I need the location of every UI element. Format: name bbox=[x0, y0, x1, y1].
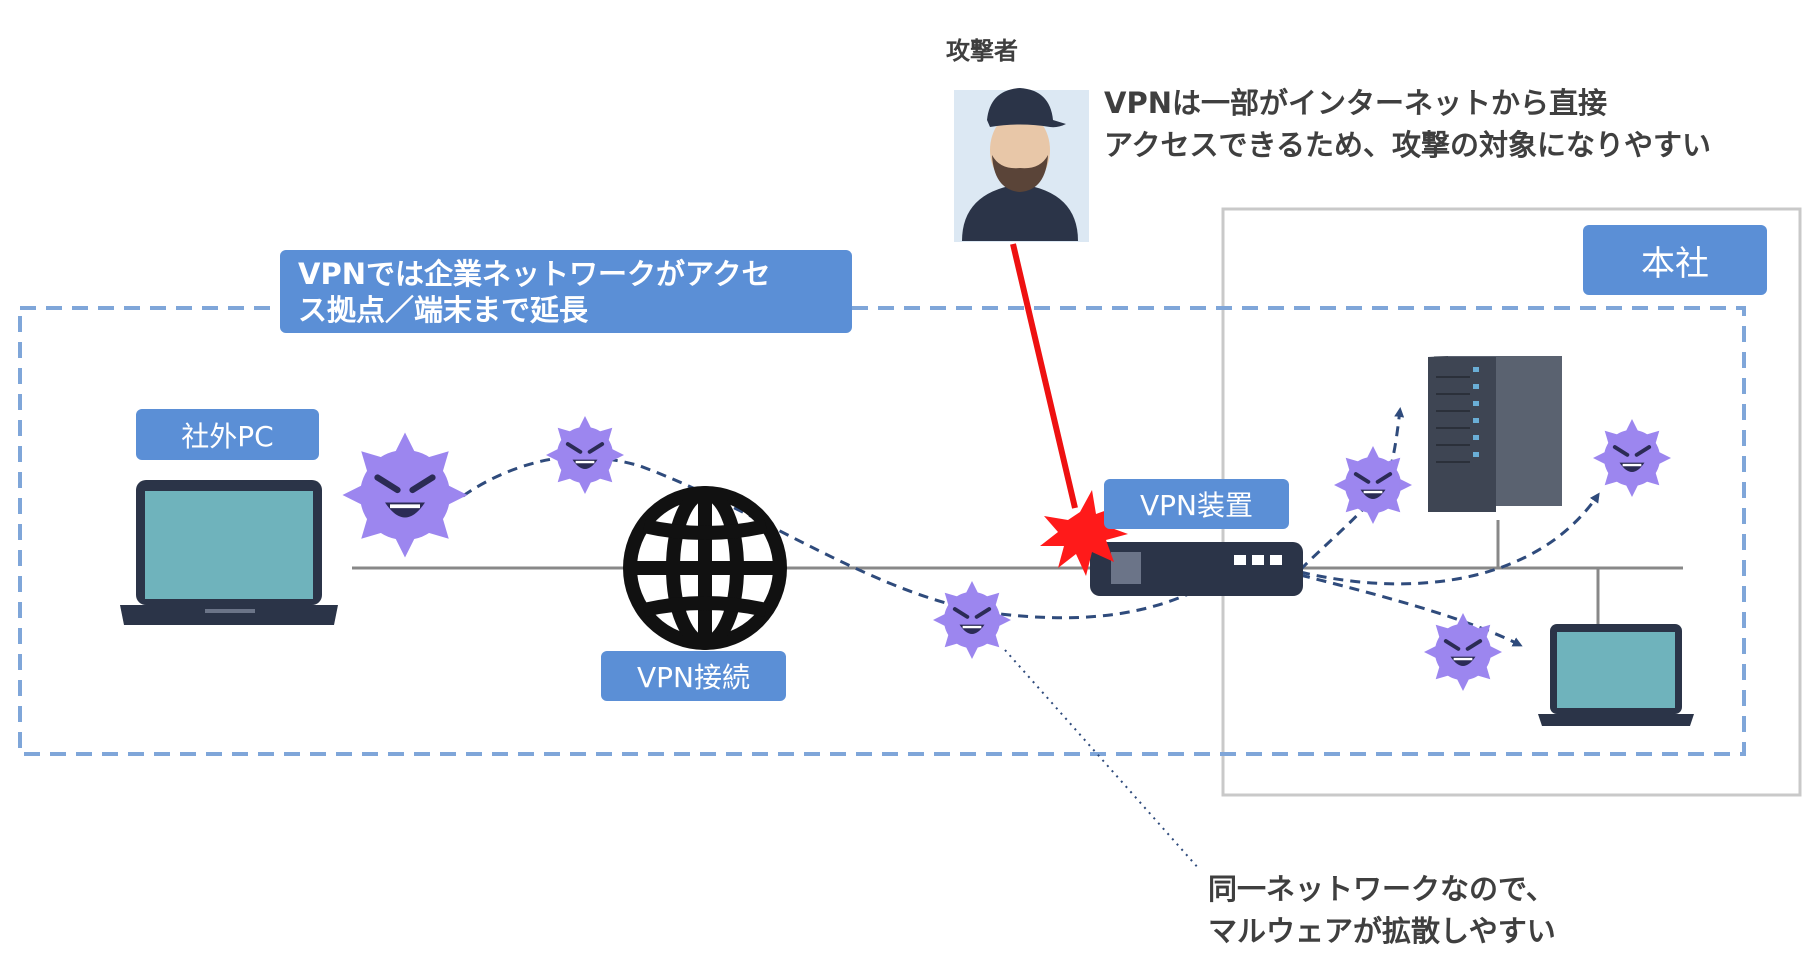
server-icon bbox=[1428, 356, 1562, 512]
globe-icon bbox=[623, 486, 787, 650]
vpn-connection-label: VPN接続 bbox=[601, 651, 786, 701]
virus-icon bbox=[931, 579, 1013, 661]
vpn-network-boundary bbox=[18, 306, 1746, 756]
virus-icon bbox=[343, 433, 468, 558]
vpn-device-label: VPN装置 bbox=[1104, 479, 1289, 529]
attacker-note-line2: アクセスできるため、攻撃の対象になりやすい bbox=[1104, 128, 1711, 162]
attacker-note: VPNは一部がインターネットから直接 アクセスできるため、攻撃の対象になりやすい bbox=[1104, 82, 1711, 166]
attacker-note-line1: VPNは一部がインターネットから直接 bbox=[1104, 86, 1607, 120]
spread-note: 同一ネットワークなので、 マルウェアが拡散しやすい bbox=[1208, 868, 1556, 952]
vpn-extension-line1: VPNでは企業ネットワークがアクセ bbox=[298, 256, 771, 291]
hq-label: 本社 bbox=[1583, 225, 1767, 295]
malware-branch-upper bbox=[1299, 492, 1600, 586]
remote-pc-label: 社外PC bbox=[136, 409, 319, 460]
attacker-label: 攻撃者 bbox=[946, 37, 1018, 65]
remote-laptop-icon bbox=[120, 480, 338, 625]
malware-branch-laptop bbox=[1299, 573, 1523, 647]
virus-icon bbox=[544, 414, 626, 496]
spread-note-line2: マルウェアが拡散しやすい bbox=[1208, 914, 1556, 948]
vpn-extension-callout: VPNでは企業ネットワークがアクセ ス拠点／端末まで延長 bbox=[280, 250, 852, 333]
spread-note-leader bbox=[1004, 649, 1201, 871]
spread-note-line1: 同一ネットワークなので、 bbox=[1208, 872, 1555, 906]
hq-laptop-icon bbox=[1538, 624, 1694, 726]
vpn-extension-line2: ス拠点／端末まで延長 bbox=[298, 292, 589, 327]
attack-arrow bbox=[1010, 243, 1078, 509]
vpn-device-icon bbox=[1090, 542, 1303, 596]
attacker-avatar-icon bbox=[954, 88, 1089, 242]
